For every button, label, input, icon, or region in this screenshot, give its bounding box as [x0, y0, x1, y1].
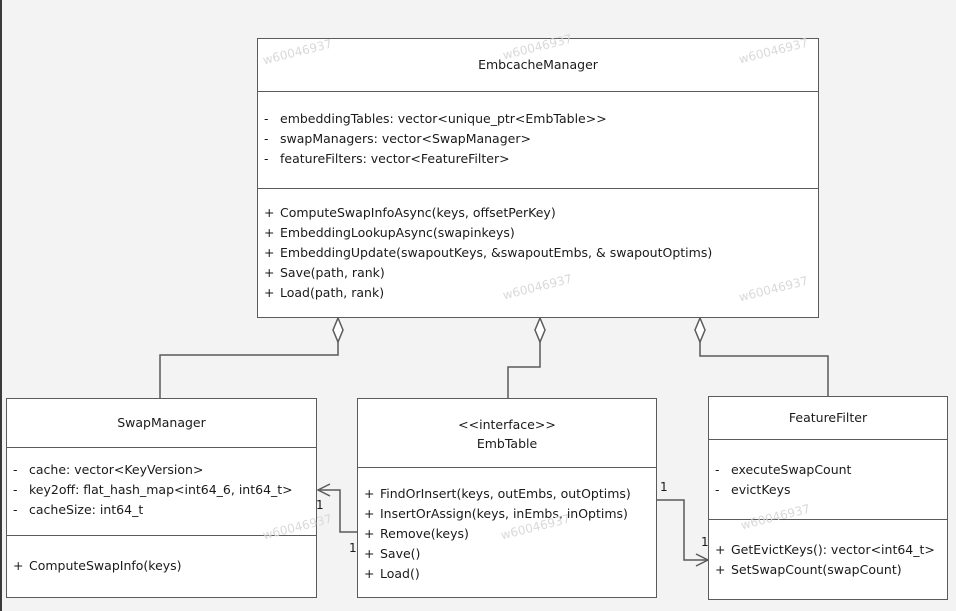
method-row: +Load(path, rank) — [264, 285, 385, 300]
aggregation-diamond-embtable — [534, 316, 546, 344]
method-row: +Remove(keys) — [364, 526, 469, 541]
method-row: +Save(path, rank) — [264, 265, 385, 280]
attributes-section: -cache: vector<KeyVersion> -key2off: fla… — [7, 447, 316, 535]
attribute-row: -executeSwapCount — [715, 462, 852, 477]
multiplicity-embtable-left: 1 — [349, 541, 357, 555]
aggregation-diamond-featurefilter — [694, 316, 706, 344]
method-row: +EmbeddingLookupAsync(swapinkeys) — [264, 225, 515, 240]
association-arrow-swapmanager — [316, 483, 331, 497]
association-line-featurefilter — [657, 499, 708, 561]
method-row: +ComputeSwapInfo(keys) — [13, 558, 182, 573]
window-left-edge — [0, 0, 2, 611]
class-name: EmbcacheManager — [478, 57, 598, 72]
aggregation-line-swapmanager — [159, 342, 339, 398]
method-row: +Save() — [364, 546, 421, 561]
method-row: +FindOrInsert(keys, outEmbs, outOptims) — [364, 486, 631, 501]
multiplicity-embtable-right: 1 — [660, 480, 668, 494]
methods-section: +ComputeSwapInfoAsync(keys, offsetPerKey… — [258, 188, 818, 317]
attribute-row: -key2off: flat_hash_map<int64_6, int64_t… — [13, 482, 293, 497]
attribute-row: -cacheSize: int64_t — [13, 502, 144, 517]
attribute-row: -featureFilters: vector<FeatureFilter> — [264, 151, 510, 166]
methods-section: +GetEvictKeys(): vector<int64_t> +SetSwa… — [709, 519, 947, 599]
multiplicity-swapmanager-end: 1 — [316, 498, 324, 512]
method-row: +SetSwapCount(swapCount) — [715, 562, 902, 577]
methods-section: +FindOrInsert(keys, outEmbs, outOptims) … — [358, 467, 656, 597]
attributes-section: -executeSwapCount -evictKeys — [709, 439, 947, 519]
aggregation-line-embtable — [507, 342, 541, 398]
aggregation-line-featurefilter — [699, 342, 829, 396]
attributes-section: -embeddingTables: vector<unique_ptr<EmbT… — [258, 91, 818, 188]
class-name: SwapManager — [117, 415, 206, 430]
association-line-swapmanager — [318, 489, 357, 533]
aggregation-diamond-swapmanager — [332, 316, 344, 344]
method-row: +EmbeddingUpdate(swapoutKeys, &swapoutEm… — [264, 245, 713, 260]
method-row: +GetEvictKeys(): vector<int64_t> — [715, 542, 935, 557]
class-embcache-manager: EmbcacheManager -embeddingTables: vector… — [257, 38, 819, 318]
methods-section: +ComputeSwapInfo(keys) — [7, 535, 316, 597]
class-swap-manager: SwapManager -cache: vector<KeyVersion> -… — [6, 398, 317, 598]
method-row: +ComputeSwapInfoAsync(keys, offsetPerKey… — [264, 205, 556, 220]
class-name: FeatureFilter — [788, 410, 868, 425]
attribute-row: -embeddingTables: vector<unique_ptr<EmbT… — [264, 111, 607, 126]
attribute-row: -cache: vector<KeyVersion> — [13, 462, 204, 477]
class-name: EmbTable — [476, 436, 538, 451]
method-row: +InsertOrAssign(keys, inEmbs, inOptims) — [364, 506, 628, 521]
method-row: +Load() — [364, 566, 420, 581]
attribute-row: -swapManagers: vector<SwapManager> — [264, 131, 531, 146]
class-feature-filter: FeatureFilter -executeSwapCount -evictKe… — [708, 396, 948, 600]
attribute-row: -evictKeys — [715, 482, 791, 497]
class-emb-table: <<interface>> EmbTable +FindOrInsert(key… — [357, 398, 657, 598]
multiplicity-featurefilter-end: 1 — [701, 535, 709, 549]
class-stereotype: <<interface>> — [458, 417, 556, 432]
